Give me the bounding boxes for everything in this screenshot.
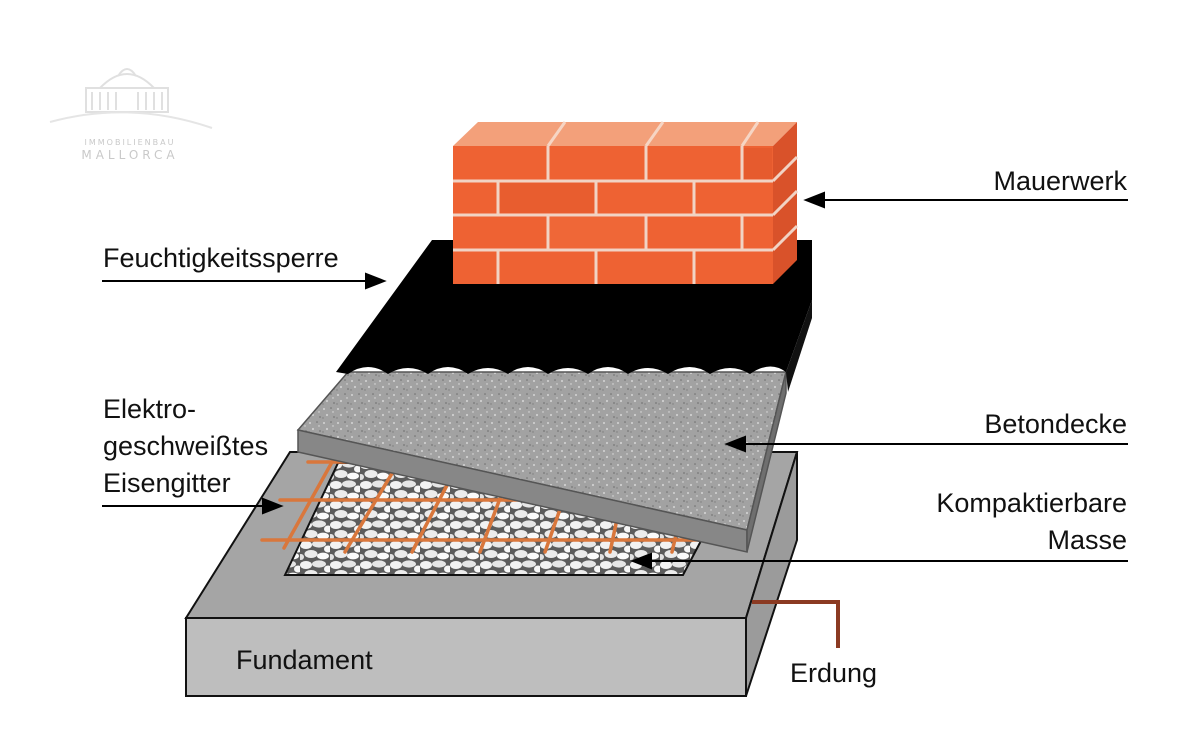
arrowhead-icon <box>630 552 652 570</box>
label-erdung: Erdung <box>790 658 878 688</box>
arrowhead-icon <box>724 435 746 453</box>
label-fundament: Fundament <box>236 645 373 675</box>
company-logo <box>49 68 213 129</box>
foundation-side <box>745 451 798 697</box>
logo-line1: IMMOBILIENBAU <box>84 138 176 147</box>
label-feuchtigkeitssperre: Feuchtigkeitssperre <box>103 243 339 273</box>
label-elektro-line2: geschweißtes <box>103 431 269 461</box>
label-elektro-line3: Eisengitter <box>103 468 231 498</box>
grounding-wire <box>752 600 840 648</box>
arrowhead-icon <box>803 191 825 209</box>
concrete-slab-side <box>746 371 787 553</box>
label-mauerwerk: Mauerwerk <box>993 166 1127 196</box>
rebar-bar <box>343 458 402 554</box>
brick-joints <box>453 146 799 284</box>
label-elektro-line1: Elektro- <box>103 394 197 424</box>
brick-top <box>453 122 797 146</box>
brick-masonry <box>453 121 799 284</box>
leader-lines <box>102 191 1128 570</box>
concrete-slab <box>296 371 787 553</box>
arrowhead-icon <box>262 497 284 515</box>
rebar-bar <box>282 453 338 550</box>
label-kompaktierbare-line2: Masse <box>1047 525 1127 555</box>
arrowhead-icon <box>365 272 387 290</box>
logo-line2: MALLORCA <box>81 148 179 162</box>
label-kompaktierbare-line1: Kompaktierbare <box>936 488 1127 518</box>
brick-top-joints <box>546 121 760 147</box>
moisture-barrier-side <box>786 300 812 392</box>
label-betondecke: Betondecke <box>984 409 1127 439</box>
